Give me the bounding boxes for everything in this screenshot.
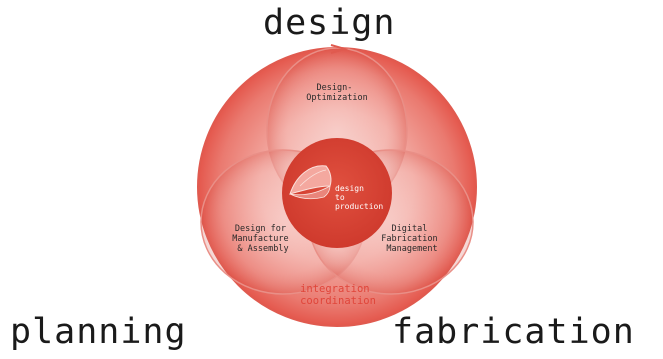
overlap-right: Digital Fabrication Management: [381, 224, 442, 254]
ring-text: integration coordination: [300, 283, 376, 307]
overlap-top: Design- Optimization: [306, 83, 367, 103]
overlap-right-line-2: Fabrication: [381, 234, 437, 244]
inner-circle: [282, 138, 392, 248]
center-label: design to production: [335, 184, 383, 211]
overlap-top-line-2: Optimization: [306, 93, 367, 103]
shell-icon: [289, 165, 332, 200]
overlap-right-line-3: Management: [386, 244, 437, 254]
overlap-top-line-1: Design-: [317, 83, 353, 93]
overlap-left-line-3: & Assembly: [237, 244, 288, 254]
ring-text-line-1: integration: [300, 283, 370, 295]
center-line-2: to: [335, 193, 345, 202]
overlap-left-line-2: Manufacture: [232, 234, 288, 244]
overlap-right-line-1: Digital: [392, 224, 428, 234]
label-design: design: [263, 3, 396, 43]
center-line-3: production: [335, 202, 383, 211]
ring-text-line-2: coordination: [300, 295, 376, 307]
arrow-icon: [330, 44, 349, 54]
label-fabrication: fabrication: [392, 312, 635, 352]
overlap-left: Design for Manufacture & Assembly: [232, 224, 293, 254]
center-line-1: design: [335, 184, 364, 193]
overlap-left-line-1: Design for: [235, 224, 286, 234]
label-planning: planning: [10, 312, 187, 352]
